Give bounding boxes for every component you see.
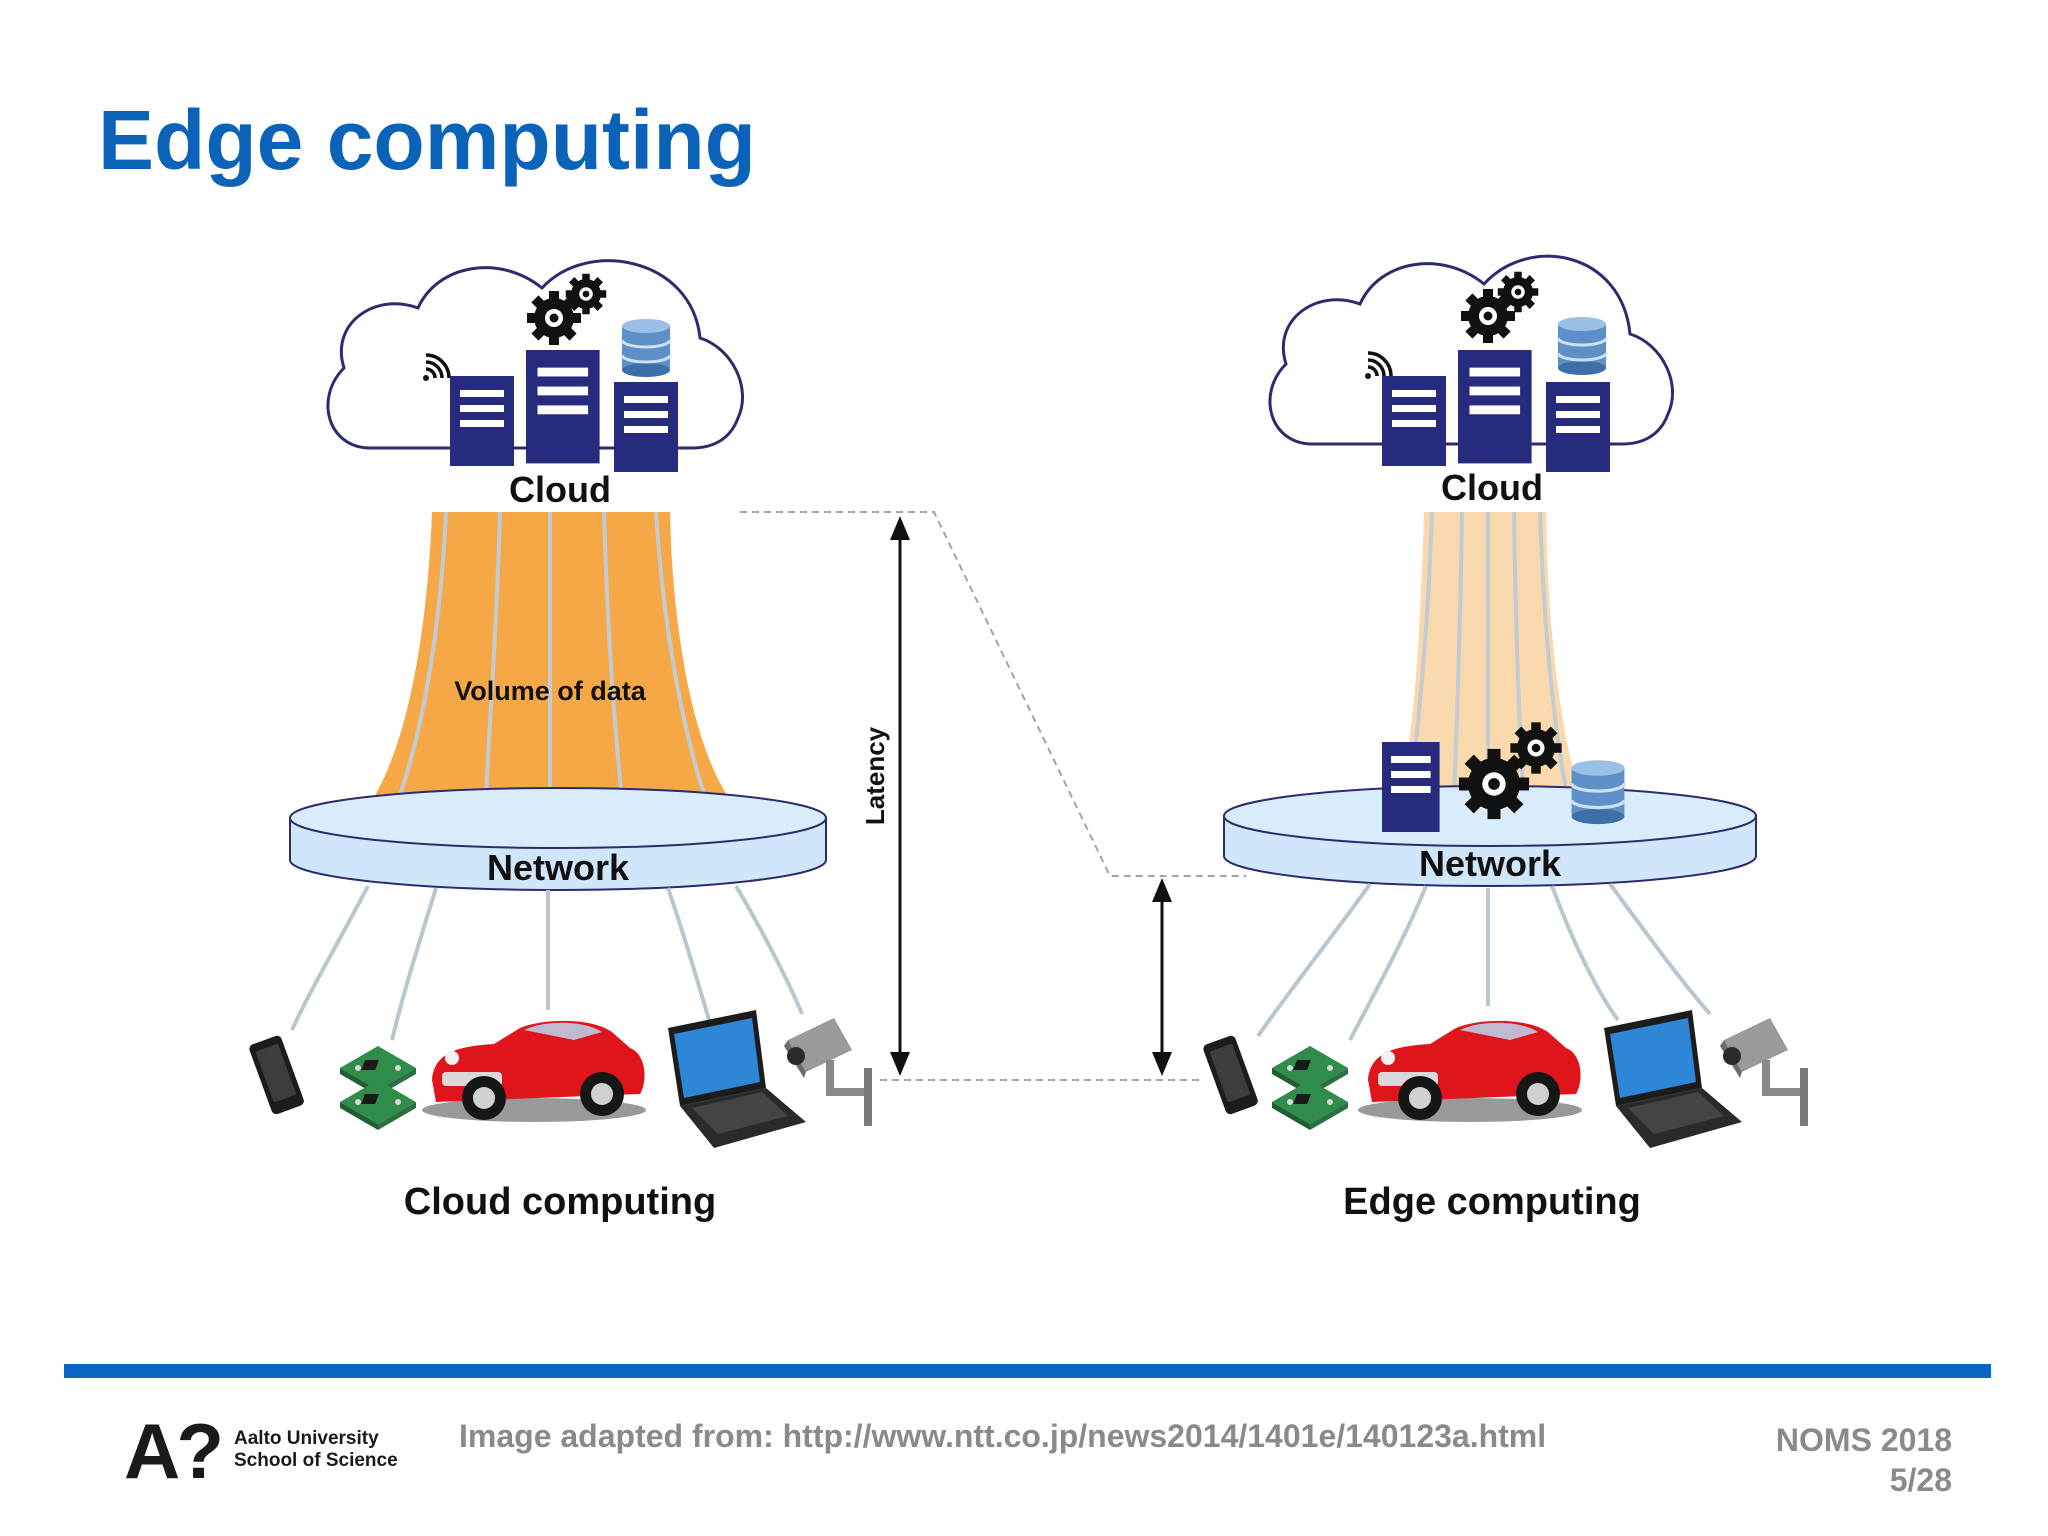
laptop-icon xyxy=(668,1010,806,1148)
footer-conference: NOMS 2018 5/28 xyxy=(1776,1420,1952,1500)
database-icon xyxy=(1556,315,1608,377)
left-cloud-label: Cloud xyxy=(509,469,611,510)
edge-server-icon xyxy=(1382,742,1440,832)
slide-title: Edge computing xyxy=(98,93,756,187)
circuit-board-icon xyxy=(340,1046,416,1130)
aalto-logo: A? Aalto University School of Science xyxy=(124,1412,424,1490)
right-cloud-label: Cloud xyxy=(1441,467,1543,508)
laptop-icon xyxy=(1604,1010,1742,1148)
device-links xyxy=(290,884,804,1041)
security-camera-icon xyxy=(1720,1018,1808,1126)
device-links-edge xyxy=(1256,882,1712,1041)
right-network-label: Network xyxy=(1419,843,1562,884)
logo-school-name: School of Science xyxy=(234,1450,398,1471)
database-icon xyxy=(620,317,672,379)
left-network-label: Network xyxy=(487,847,630,888)
logo-university-name: Aalto University xyxy=(234,1428,379,1449)
cloud-computing-panel: Volume of data Cloud Network xyxy=(248,259,872,1223)
cloud-computing-caption: Cloud computing xyxy=(404,1181,716,1223)
data-streams xyxy=(396,511,708,801)
left-network-disk xyxy=(289,787,827,891)
volume-of-data-label: Volume of data xyxy=(454,676,647,706)
edge-database-icon xyxy=(1569,758,1627,826)
edge-computing-caption: Edge computing xyxy=(1343,1181,1641,1223)
latency-arrow-edge xyxy=(1152,878,1172,1076)
circuit-board-icon xyxy=(1272,1046,1348,1130)
latency-guides xyxy=(740,511,1246,1081)
smartphone-icon xyxy=(1202,1034,1260,1116)
page-number: 5/28 xyxy=(1889,1462,1952,1498)
security-camera-icon xyxy=(784,1018,872,1126)
logo-mark: A? xyxy=(124,1407,224,1495)
latency-arrow-cloud xyxy=(890,516,910,1076)
smartphone-icon xyxy=(248,1034,306,1116)
footer-rule xyxy=(64,1364,1991,1378)
conference-name: NOMS 2018 xyxy=(1775,1422,1952,1458)
red-car-icon xyxy=(1358,1020,1582,1122)
image-credit: Image adapted from: http://www.ntt.co.jp… xyxy=(459,1418,1547,1454)
latency-label: Latency xyxy=(860,726,890,825)
edge-computing-panel: Cloud Network xyxy=(1202,254,1808,1223)
red-car-icon xyxy=(422,1020,646,1122)
